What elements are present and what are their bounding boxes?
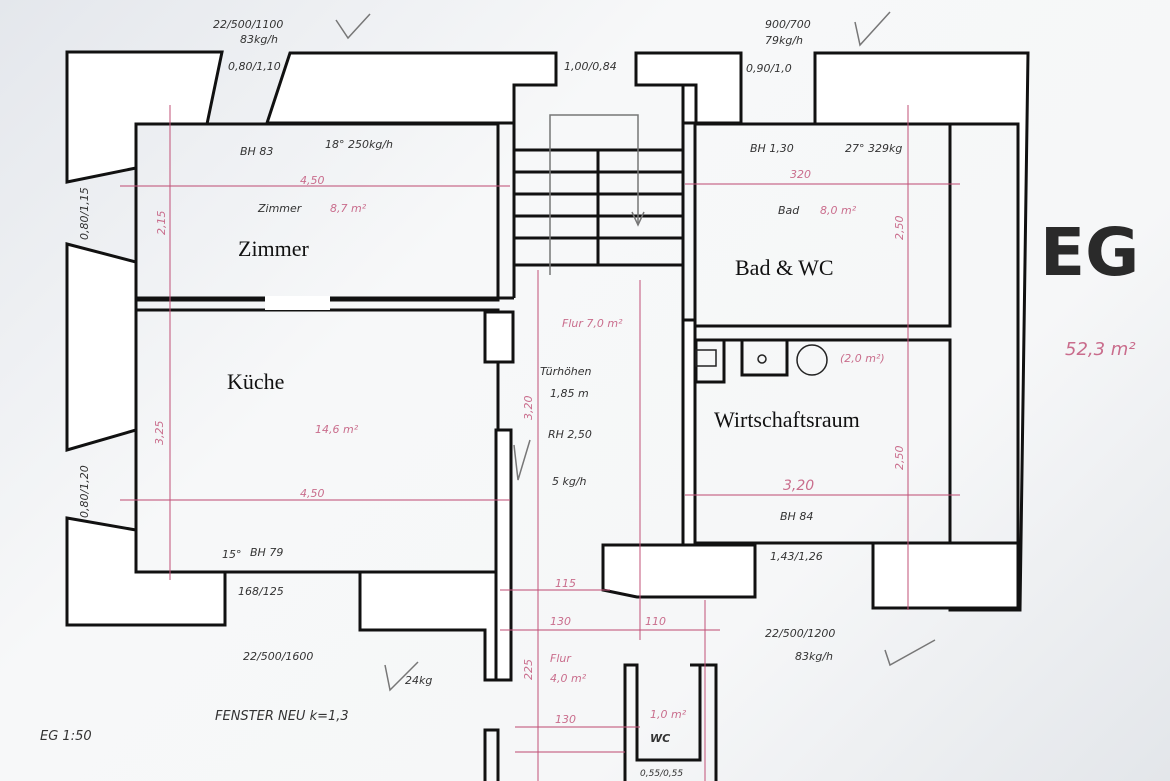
checkmark-icon — [335, 13, 371, 40]
room-hand-label: Flur 7,0 m² — [562, 317, 623, 330]
window-size: 0,80/1,15 — [78, 187, 91, 240]
dimension: 3,25 — [153, 421, 166, 446]
wall-left-mid — [65, 242, 138, 452]
window-flow: 24kg — [405, 674, 432, 687]
room-label-zimmer: Zimmer — [238, 236, 310, 261]
wall-top-left — [65, 50, 224, 184]
checkmark-icon — [884, 639, 936, 667]
room-label-bad: Bad & WC — [735, 255, 834, 280]
window-size: 0,80/1,10 — [228, 60, 281, 73]
window-spec: 22/500/1200 — [765, 627, 835, 640]
door-height-label: Türhöhen — [540, 365, 592, 378]
door-gap-zimmer — [265, 296, 330, 310]
wall-bottom-center — [601, 543, 757, 599]
dimension-lines — [120, 105, 960, 781]
sill-height: BH 84 — [780, 510, 813, 523]
checkmark-icon — [854, 11, 891, 47]
wall-top-right — [813, 51, 1030, 612]
wall-flur-column — [483, 310, 515, 364]
dimension: 3,20 — [522, 396, 535, 421]
dimension: 115 — [555, 577, 576, 590]
utility-fixtures — [694, 338, 828, 384]
wall-bottom-right — [871, 541, 1020, 610]
window-spec: 22/500/1600 — [243, 650, 313, 663]
floor-title: EG — [1040, 214, 1139, 291]
room-kueche-outline — [134, 308, 500, 574]
wall-wr-left — [681, 318, 697, 547]
room-area: 1,0 m² — [650, 708, 687, 721]
dimension: 320 — [790, 168, 811, 181]
window-spec: 22/500/1100 — [213, 18, 283, 31]
room-area: (2,0 m²) — [840, 352, 885, 365]
dimension: 2,50 — [893, 446, 906, 471]
checkmark-icon — [513, 439, 531, 481]
staircase — [512, 114, 685, 275]
window-flow: 79kg/h — [765, 34, 803, 47]
total-area: 52,3 m² — [1065, 339, 1136, 360]
heater-note: 18° 250kg/h — [325, 138, 393, 151]
room-bad-outline — [693, 122, 952, 328]
window-size: 1,43/1,26 — [770, 550, 823, 563]
window-spec: 900/700 — [765, 18, 811, 31]
window-size: 0,90/1,0 — [746, 62, 792, 75]
dimension: 130 — [555, 713, 576, 726]
sill-height: BH 1,30 — [750, 142, 794, 155]
window-size: 1,00/0,84 — [564, 60, 617, 73]
dimension: 2,50 — [893, 216, 906, 241]
wall-flur-post — [494, 428, 513, 682]
scale-note: EG 1:50 — [40, 729, 92, 744]
room-area: 4,0 m² — [550, 672, 587, 685]
room-hand-label: Bad — [778, 204, 800, 217]
dimension: 225 — [522, 659, 535, 680]
room-hand-label: Zimmer — [257, 202, 303, 215]
checkmark-icon — [384, 661, 419, 692]
room-height: RH 2,50 — [548, 428, 592, 441]
window-size: 0,55/0,55 — [640, 769, 683, 779]
sill-height: BH 83 — [240, 145, 273, 158]
dimension: 4,50 — [300, 487, 325, 500]
room-label-wirtschaftsraum: Wirtschaftsraum — [714, 407, 860, 432]
sill-height: BH 79 — [250, 546, 283, 559]
window-size: 168/125 — [238, 585, 284, 598]
room-hand-label: Flur — [550, 652, 572, 665]
door-height-value: 1,85 m — [550, 387, 589, 400]
room-area: 8,0 m² — [820, 204, 857, 217]
room-area: 8,7 m² — [330, 202, 367, 215]
room-label-kueche: Küche — [227, 369, 284, 394]
dimension: 3,20 — [783, 478, 814, 494]
heater-note: 5 kg/h — [552, 475, 587, 488]
window-note: FENSTER NEU k=1,3 — [215, 709, 349, 724]
room-hand-label: WC — [650, 732, 670, 745]
dimension: 130 — [550, 615, 571, 628]
room-zimmer-outline — [134, 122, 500, 302]
window-size: 0,80/1,20 — [78, 465, 91, 518]
wc-walls — [483, 663, 718, 781]
heater-note: 15° — [222, 548, 242, 561]
dimension: 4,50 — [300, 174, 325, 187]
wall-bottom-mid — [358, 570, 500, 682]
heater-note: 27° 329kg — [845, 142, 902, 155]
dimension: 110 — [645, 615, 666, 628]
room-area: 14,6 m² — [315, 423, 359, 436]
window-flow: 83kg/h — [240, 33, 278, 46]
annotations: 22/500/1100 83kg/h 0,80/1,10 1,00/0,84 9… — [40, 11, 936, 779]
dimension: 2,15 — [155, 211, 168, 236]
window-flow: 83kg/h — [795, 650, 833, 663]
